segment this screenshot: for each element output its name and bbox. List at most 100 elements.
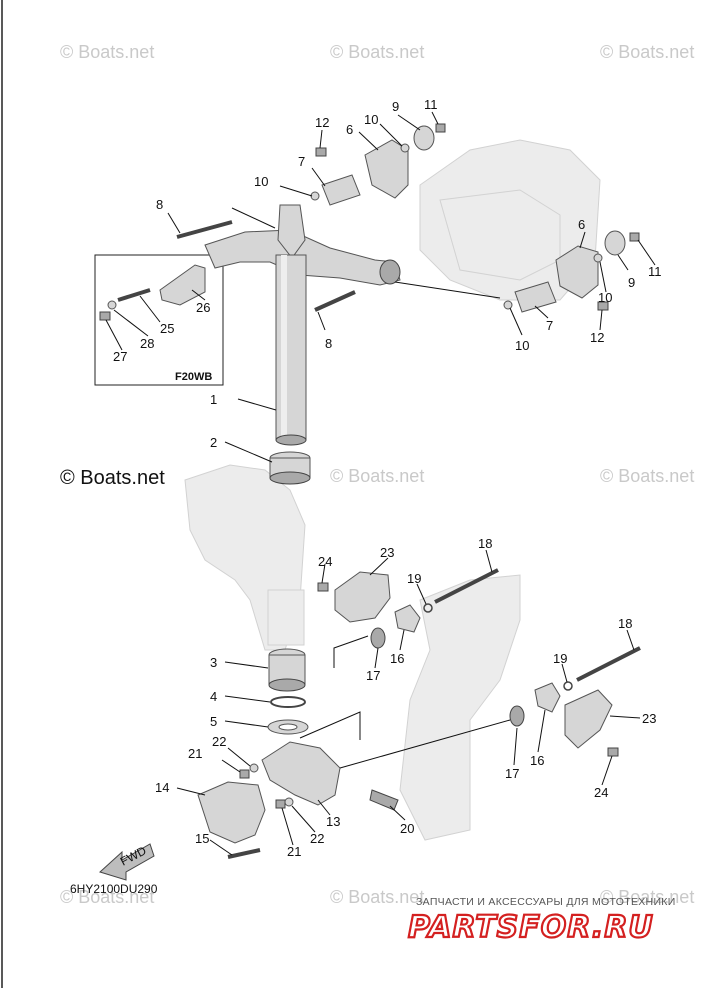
callout-17[interactable]: 17 <box>505 766 519 781</box>
part-27-nut <box>99 311 111 321</box>
callout-13[interactable]: 13 <box>326 814 340 829</box>
watermark: © Boats.net <box>330 887 424 907</box>
part-10-washer <box>400 143 410 153</box>
callout-9[interactable]: 9 <box>628 275 635 290</box>
callout-19[interactable]: 19 <box>407 571 421 586</box>
part-2-bushing <box>269 451 311 485</box>
callout-1[interactable]: 1 <box>210 392 217 407</box>
callout-18[interactable]: 18 <box>618 616 632 631</box>
callout-25[interactable]: 25 <box>160 321 174 336</box>
callout-17[interactable]: 17 <box>366 668 380 683</box>
shaft-lower-ghost <box>267 589 305 646</box>
footer-branding: ЗАПЧАСТИ И АКСЕССУАРЫ ДЛЯ МОТОТЕХНИКИ PA… <box>407 896 676 946</box>
part-1-steering-shaft <box>275 254 307 446</box>
watermark: © Boats.net <box>60 42 154 62</box>
watermark: © Boats.net <box>600 42 694 62</box>
watermark: © Boats.net <box>600 887 694 907</box>
callout-15[interactable]: 15 <box>195 831 209 846</box>
inset-label: F20WB <box>175 371 212 383</box>
callout-11[interactable]: 11 <box>648 264 662 279</box>
part-13-lower-yoke <box>261 741 341 806</box>
part-17-washer-left <box>370 627 386 649</box>
callout-23[interactable]: 23 <box>380 545 394 560</box>
part-15-bolt <box>227 848 261 859</box>
callout-18[interactable]: 18 <box>478 536 492 551</box>
part-10-washer <box>593 253 603 263</box>
callout-6[interactable]: 6 <box>346 122 353 137</box>
part-10-washer <box>503 300 513 310</box>
callout-19[interactable]: 19 <box>553 651 567 666</box>
callout-12[interactable]: 12 <box>590 330 604 345</box>
callout-16[interactable]: 16 <box>530 753 544 768</box>
part-23-lower-mount-right <box>564 689 613 749</box>
footer-tagline: ЗАПЧАСТИ И АКСЕССУАРЫ ДЛЯ МОТОТЕХНИКИ <box>416 896 676 908</box>
callout-11[interactable]: 11 <box>424 97 438 112</box>
part-28-washer <box>107 300 117 310</box>
callout-23[interactable]: 23 <box>642 711 656 726</box>
callout-3[interactable]: 3 <box>210 655 217 670</box>
part-7-sleeve-left <box>321 174 361 206</box>
callout-7[interactable]: 7 <box>298 154 305 169</box>
callout-24[interactable]: 24 <box>318 554 332 569</box>
callout-21[interactable]: 21 <box>188 746 202 761</box>
part-10-washer <box>310 191 320 201</box>
watermark: © Boats.net <box>330 466 424 486</box>
callout-5[interactable]: 5 <box>210 714 217 729</box>
part-22-washer <box>249 763 259 773</box>
part-18-bolt-left <box>434 568 499 604</box>
callout-2[interactable]: 2 <box>210 435 217 450</box>
callout-16[interactable]: 16 <box>390 651 404 666</box>
watermark-main: © Boats.net <box>60 467 165 489</box>
callout-12[interactable]: 12 <box>315 115 329 130</box>
part-24-bolt-right <box>607 747 619 757</box>
part-11-nut-right <box>629 232 640 242</box>
part-16-rubber-mount-left <box>394 604 421 633</box>
footer-brand-logo[interactable]: PARTSFOR.RU <box>407 909 654 946</box>
part-14-mount-cover <box>197 781 266 844</box>
part-9-washer-right <box>604 230 626 256</box>
watermark: © Boats.net <box>600 466 694 486</box>
callout-10[interactable]: 10 <box>598 290 612 305</box>
callout-7[interactable]: 7 <box>546 318 553 333</box>
part-16-rubber-mount-right <box>534 682 561 713</box>
watermarks: © Boats.net © Boats.net © Boats.net © Bo… <box>60 42 694 907</box>
callout-26[interactable]: 26 <box>196 300 210 315</box>
inset-f20wb: F20WB <box>94 254 224 386</box>
callout-4[interactable]: 4 <box>210 689 217 704</box>
part-26-bracket <box>159 264 206 306</box>
leader-lines <box>105 111 656 856</box>
part-12-bolt-right <box>597 301 609 311</box>
callout-14[interactable]: 14 <box>155 780 169 795</box>
callout-24[interactable]: 24 <box>594 785 608 800</box>
part-19-washer <box>563 681 573 691</box>
part-19-washer <box>423 603 433 613</box>
part-25-stud <box>117 288 151 302</box>
part-7-sleeve-right <box>514 281 557 313</box>
callout-10[interactable]: 10 <box>364 112 378 127</box>
part-9-washer-left <box>413 125 435 151</box>
part-11-nut-left <box>435 123 446 133</box>
callout-27[interactable]: 27 <box>113 349 127 364</box>
part-4-o-ring <box>270 696 306 708</box>
part-6-upper-mount-right <box>555 245 599 299</box>
engine-block-ghost <box>419 139 601 301</box>
clamp-bracket-ghost <box>399 574 521 841</box>
callout-20[interactable]: 20 <box>400 821 414 836</box>
callout-28[interactable]: 28 <box>140 336 154 351</box>
callout-6[interactable]: 6 <box>578 217 585 232</box>
part-8-bolt-upper <box>176 220 233 239</box>
callout-8[interactable]: 8 <box>325 336 332 351</box>
callout-10[interactable]: 10 <box>254 174 268 189</box>
callout-21[interactable]: 21 <box>287 844 301 859</box>
callout-8[interactable]: 8 <box>156 197 163 212</box>
callout-22[interactable]: 22 <box>212 734 226 749</box>
callout-9[interactable]: 9 <box>392 99 399 114</box>
part-23-lower-mount-left <box>334 571 391 623</box>
part-24-bolt-left <box>317 582 329 592</box>
callout-22[interactable]: 22 <box>310 831 324 846</box>
diagram-code: 6HY2100DU290 <box>70 882 158 896</box>
part-20-grommet <box>369 789 399 811</box>
callout-10[interactable]: 10 <box>515 338 529 353</box>
part-21-nut <box>275 799 286 809</box>
